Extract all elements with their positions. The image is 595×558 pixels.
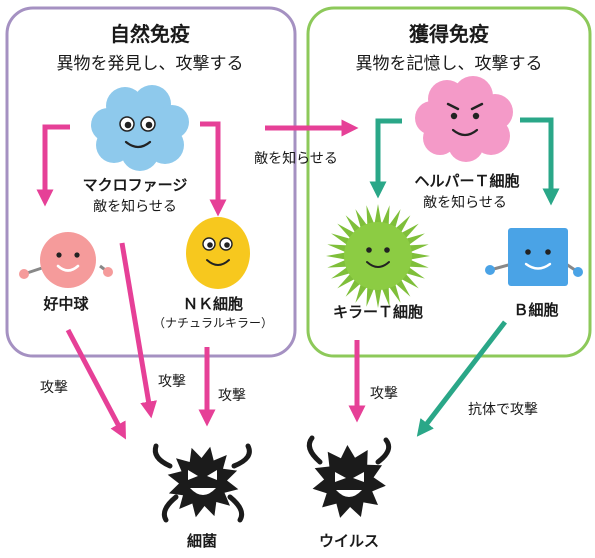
arrow-helper-to-killer <box>369 118 402 199</box>
killer-t-cell-label: キラーＴ細胞 <box>332 303 424 321</box>
attack-label-nk: 攻撃 <box>218 388 246 404</box>
attack-label-neutrophil: 攻撃 <box>40 380 68 396</box>
b-cell-icon <box>485 228 583 286</box>
macrophage-sublabel: 敵を知らせる <box>93 199 177 215</box>
innate-immunity-box <box>5 6 297 358</box>
bacteria-icon <box>152 443 252 523</box>
arrow-macrophage-to-neutrophil <box>36 124 70 207</box>
macrophage-label: マクロファージ <box>82 176 188 194</box>
helper-t-cell-label: ヘルパーＴ細胞 <box>414 172 520 190</box>
macrophage-icon <box>91 85 189 171</box>
neutrophil-icon <box>19 232 113 288</box>
adaptive-title: 獲得免疫 <box>409 22 489 46</box>
helper-t-cell-sublabel: 敵を知らせる <box>423 195 507 211</box>
innate-subtitle: 異物を発見し、攻撃する <box>56 54 244 74</box>
nk-cell-label: ＮＫ細胞 <box>182 295 244 313</box>
innate-title: 自然免疫 <box>110 22 190 46</box>
teal-arrows <box>369 117 560 437</box>
virus-label: ウイルス <box>318 532 380 550</box>
attack-label-macrophage: 攻撃 <box>158 374 186 390</box>
bacteria-label: 細菌 <box>186 532 218 550</box>
arrow-macrophage-attack <box>119 242 157 419</box>
adaptive-subtitle: 異物を記憶し、攻撃する <box>355 54 543 74</box>
antibody-attack-label: 抗体で攻撃 <box>468 402 538 418</box>
arrow-notify-label: 敵を知らせる <box>254 151 338 167</box>
nk-cell-sublabel: （ナチュラルキラー） <box>152 316 274 330</box>
adaptive-immunity-box <box>306 6 592 358</box>
arrow-helper-to-b-cell <box>520 117 560 206</box>
helper-t-cell-icon <box>415 76 513 162</box>
b-cell-label: Ｂ細胞 <box>513 301 559 319</box>
neutrophil-label: 好中球 <box>43 295 89 313</box>
attack-label-killer-t: 攻撃 <box>370 386 398 402</box>
arrow-macrophage-to-nk <box>200 121 227 217</box>
nk-cell-icon <box>186 217 250 289</box>
killer-t-cell-icon <box>326 204 430 308</box>
pink-arrows <box>36 119 366 440</box>
virus-icon <box>306 435 392 518</box>
arrow-b-cell-antibody-attack <box>416 320 507 437</box>
arrow-neutrophil-attack <box>65 328 126 440</box>
